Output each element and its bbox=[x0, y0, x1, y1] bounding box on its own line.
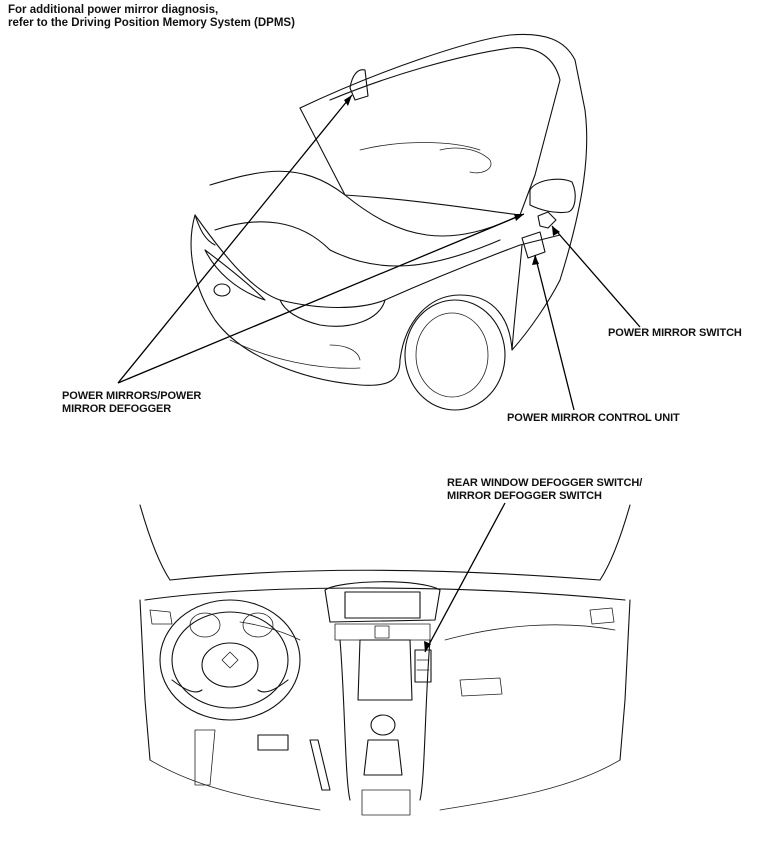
fender-line bbox=[384, 234, 561, 301]
steering-spoke-right bbox=[257, 679, 289, 693]
a-pillar bbox=[519, 79, 561, 216]
leader-mirror-right bbox=[117, 213, 525, 384]
callout-power-mirrors: POWER MIRRORS/POWER MIRROR DEFOGGER bbox=[62, 390, 201, 415]
dash-top bbox=[169, 569, 601, 581]
right-vent bbox=[589, 607, 615, 625]
hood-crease-left bbox=[214, 221, 331, 251]
callout-rear-defogger-line1: REAR WINDOW DEFOGGER SWITCH/ bbox=[447, 477, 643, 489]
steering-wheel-inner bbox=[171, 611, 289, 709]
lower-intake bbox=[229, 339, 361, 369]
right-door-panel bbox=[619, 599, 631, 761]
left-vent bbox=[149, 609, 173, 625]
gear-boot bbox=[363, 739, 403, 776]
hood-crease-right bbox=[329, 239, 501, 267]
callout-power-mirror-control-unit: POWER MIRROR CONTROL UNIT bbox=[507, 412, 680, 424]
door-line bbox=[511, 244, 523, 351]
control-unit-box bbox=[521, 231, 546, 259]
callout-power-mirror-switch: POWER MIRROR SWITCH bbox=[608, 327, 742, 339]
left-door-panel bbox=[139, 599, 151, 761]
steering-spoke-left bbox=[171, 679, 203, 693]
console-storage bbox=[361, 789, 411, 816]
right-dash-curve bbox=[444, 624, 616, 641]
windshield-reflection bbox=[359, 142, 481, 151]
center-screen-hood bbox=[324, 581, 441, 623]
leader-switch bbox=[551, 225, 641, 328]
front-wheel-inner bbox=[415, 312, 489, 398]
gear-knob bbox=[370, 714, 396, 736]
hood-front-edge bbox=[194, 214, 281, 301]
callout-rear-defogger-switch: REAR WINDOW DEFOGGER SWITCH/ MIRROR DEFO… bbox=[447, 477, 642, 502]
windshield-outer bbox=[299, 107, 521, 216]
floor-right bbox=[439, 759, 621, 811]
left-mirror bbox=[349, 69, 369, 101]
headlight-right bbox=[279, 299, 386, 327]
glove-box bbox=[459, 677, 503, 697]
gauge-right bbox=[242, 612, 274, 638]
callout-power-mirrors-line2: MIRROR DEFOGGER bbox=[62, 402, 172, 415]
arrow-defogger bbox=[424, 641, 431, 652]
note-line-1: For additional power mirror diagnosis, bbox=[8, 4, 219, 16]
steering-emblem bbox=[221, 651, 239, 669]
console-panel bbox=[357, 639, 413, 701]
note-line-2: refer to the Driving Position Memory Sys… bbox=[8, 17, 295, 29]
leader-control-unit bbox=[534, 254, 575, 411]
front-wheel-arch bbox=[399, 294, 513, 361]
arrow-control-unit bbox=[532, 255, 539, 265]
windshield-top bbox=[329, 47, 561, 101]
console-left bbox=[339, 639, 351, 801]
center-button bbox=[374, 625, 390, 639]
front-wheel bbox=[404, 299, 506, 411]
callout-rear-defogger-line2: MIRROR DEFOGGER SWITCH bbox=[447, 489, 602, 502]
front-bumper bbox=[190, 214, 401, 386]
floor-left bbox=[149, 759, 321, 811]
right-mirror bbox=[529, 178, 576, 214]
leader-defogger bbox=[424, 502, 506, 653]
dash-inside bbox=[439, 147, 492, 174]
steering-hub bbox=[201, 642, 259, 688]
leader-mirror-left bbox=[117, 94, 353, 384]
brake-pedal bbox=[257, 734, 289, 751]
steering-wheel-outer bbox=[159, 599, 301, 721]
mirror-switch-box bbox=[537, 211, 557, 229]
left-dash-curve bbox=[239, 621, 301, 641]
headlight-left bbox=[194, 214, 216, 246]
arrow-mirror-right bbox=[514, 214, 524, 221]
callout-power-mirrors-line1: POWER MIRRORS/POWER bbox=[62, 390, 202, 402]
left-a-pillar bbox=[139, 504, 171, 581]
console-right bbox=[419, 639, 431, 801]
accelerator-pedal bbox=[309, 739, 331, 791]
roof-line bbox=[299, 33, 588, 281]
front-emblem bbox=[213, 283, 231, 297]
fog-light bbox=[329, 344, 361, 361]
footrest bbox=[194, 729, 216, 786]
gauge-left bbox=[189, 612, 221, 638]
arrow-switch bbox=[552, 226, 560, 236]
rocker bbox=[511, 279, 561, 351]
right-a-pillar bbox=[599, 504, 631, 581]
car-exterior-illustration bbox=[117, 33, 641, 411]
dash-upper bbox=[144, 587, 626, 601]
arrow-mirror-left bbox=[344, 95, 352, 106]
diagnosis-note: For additional power mirror diagnosis, r… bbox=[8, 4, 388, 30]
grille bbox=[204, 249, 266, 301]
hood-outline bbox=[209, 170, 521, 237]
defogger-switch-panel bbox=[414, 649, 432, 683]
center-screen bbox=[344, 591, 421, 619]
